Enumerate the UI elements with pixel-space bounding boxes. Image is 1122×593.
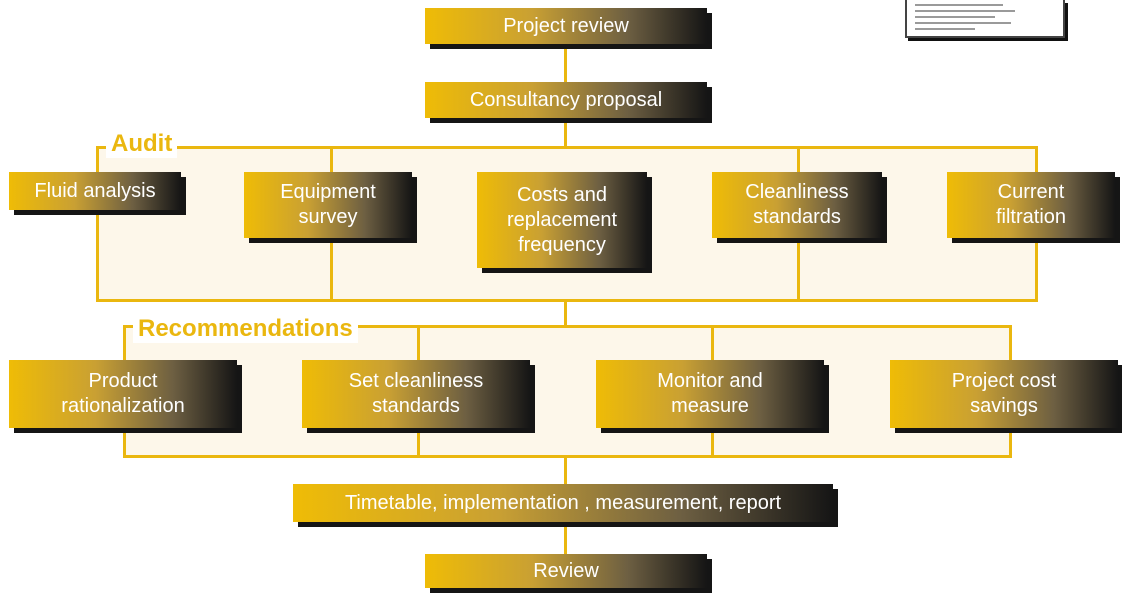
monitor-measure-box: Monitor and measure xyxy=(596,360,824,428)
cleanliness-standards-box: Cleanliness standards xyxy=(712,172,882,238)
project-review-box: Project review xyxy=(425,8,707,44)
audit-group-label: Audit xyxy=(106,130,178,158)
connector-timetable-to-review xyxy=(564,520,567,554)
current-filtration-box: Current filtration xyxy=(947,172,1115,238)
document-thumbnail xyxy=(905,0,1065,38)
consultancy-proposal-box: Consultancy proposal xyxy=(425,82,707,118)
connector-review-to-proposal xyxy=(564,42,567,84)
set-cleanliness-standards-box: Set cleanliness standards xyxy=(302,360,530,428)
recommendations-zone xyxy=(123,325,1012,458)
review-box: Review xyxy=(425,554,707,588)
connector-audit-to-recommendations xyxy=(564,300,567,328)
equipment-survey-box: Equipment survey xyxy=(244,172,412,238)
product-rationalization-box: Product rationalization xyxy=(9,360,237,428)
project-cost-savings-box: Project cost savings xyxy=(890,360,1118,428)
connector-recommendations-to-timetable xyxy=(564,456,567,484)
timetable-box: Timetable, implementation , measurement,… xyxy=(293,484,833,522)
fluid-analysis-box: Fluid analysis xyxy=(9,172,181,210)
costs-replacement-box: Costs and replacement frequency xyxy=(477,172,647,268)
recommendations-group-label: Recommendations xyxy=(133,315,358,343)
connector-proposal-to-audit xyxy=(564,118,567,148)
